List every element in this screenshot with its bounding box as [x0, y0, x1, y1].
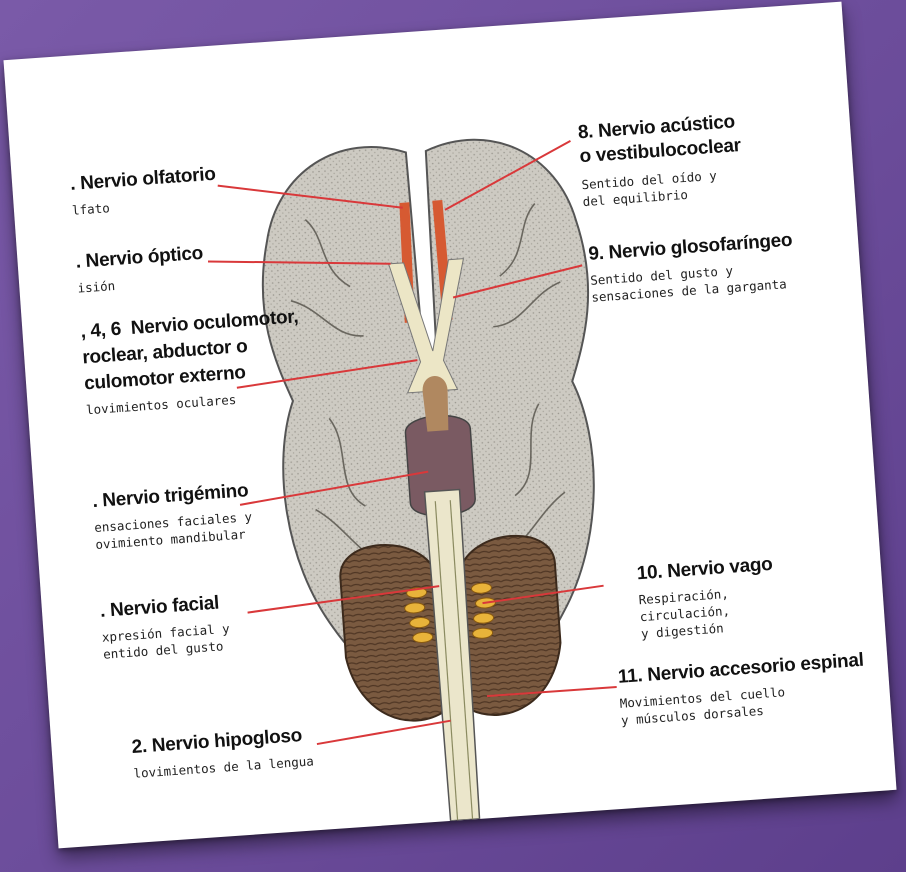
- cerebellum-right: [458, 533, 565, 717]
- label-olfatorio-desc: lfato: [72, 199, 111, 219]
- brain-illustration: [3, 2, 896, 849]
- diagram-sheet: . Nervio olfatorio lfato . Nervio óptico…: [3, 2, 896, 849]
- label-optico-desc: isión: [77, 277, 116, 297]
